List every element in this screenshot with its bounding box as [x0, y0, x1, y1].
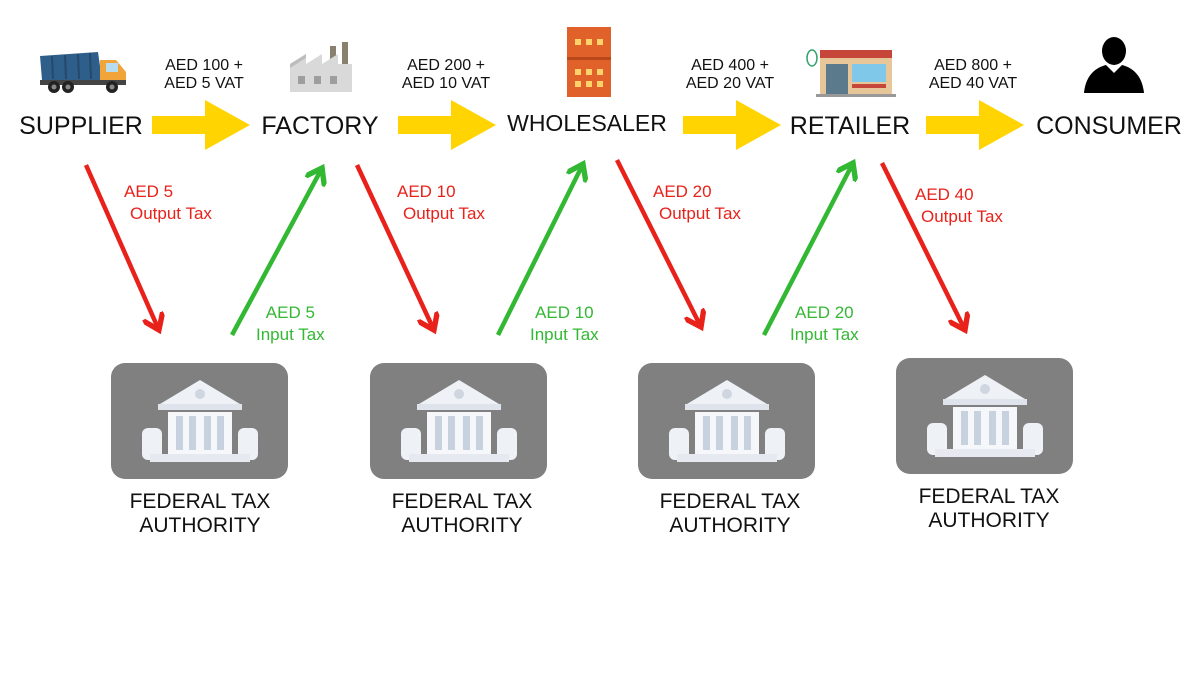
tax-authority-box-2 [370, 363, 547, 479]
price-label-1: AED 100 + AED 5 VAT [164, 57, 243, 93]
output-tax-amount: AED 40 [915, 185, 974, 204]
input-tax-caption: Input Tax [530, 325, 599, 344]
tax-authority-line1: FEDERAL TAX [918, 485, 1060, 508]
input-tax-caption: Input Tax [256, 325, 325, 344]
person-icon [1084, 37, 1144, 93]
input-tax-label-2: AED 10 Input Tax [530, 302, 599, 346]
output-tax-arrow-1 [83, 164, 158, 328]
input-tax-amount: AED 5 [265, 303, 315, 322]
tax-authority-line2: AUTHORITY [928, 509, 1050, 532]
tax-authority-box-3 [638, 363, 815, 479]
tax-authority-box-4 [896, 358, 1073, 474]
truck-icon [36, 50, 128, 94]
shop-icon [806, 48, 896, 98]
tax-authority-line1: FEDERAL TAX [391, 490, 533, 513]
node-label-retailer: RETAILER [789, 112, 911, 140]
price-amount: AED 200 + [407, 57, 485, 74]
tax-authority-line1: FEDERAL TAX [659, 490, 801, 513]
price-vat: AED 40 VAT [928, 75, 1018, 92]
input-tax-amount: AED 10 [535, 303, 594, 322]
tax-authority-label-2: FEDERAL TAX AUTHORITY [392, 490, 533, 538]
tax-authority-label-4: FEDERAL TAX AUTHORITY [919, 485, 1060, 533]
output-tax-arrow-4 [879, 161, 964, 328]
node-label-supplier: SUPPLIER [19, 112, 143, 140]
building-icon [565, 27, 613, 97]
bank-icon [668, 380, 785, 462]
tax-authority-box-1 [111, 363, 288, 479]
output-tax-caption: Output Tax [659, 204, 741, 223]
output-tax-label-1: AED 5 Output Tax [124, 181, 212, 225]
factory-icon [288, 42, 354, 94]
price-label-2: AED 200 + AED 10 VAT [402, 57, 490, 93]
tax-authority-label-1: FEDERAL TAX AUTHORITY [130, 490, 271, 538]
input-tax-arrow-2 [495, 166, 582, 337]
input-tax-arrow-1 [230, 170, 321, 337]
bank-icon [141, 380, 258, 462]
bank-icon [400, 380, 517, 462]
tax-authority-line2: AUTHORITY [139, 514, 261, 537]
output-tax-amount: AED 20 [653, 182, 712, 201]
flow-arrow-3 [683, 100, 781, 150]
tax-authority-line2: AUTHORITY [401, 514, 523, 537]
output-tax-amount: AED 5 [124, 182, 174, 201]
price-amount: AED 100 + [165, 57, 243, 74]
node-label-wholesaler: WHOLESALER [507, 110, 667, 136]
output-tax-caption: Output Tax [403, 204, 485, 223]
price-vat: AED 5 VAT [164, 75, 244, 92]
input-tax-caption: Input Tax [790, 325, 859, 344]
tax-authority-line2: AUTHORITY [669, 514, 791, 537]
flow-arrow-2 [398, 100, 496, 150]
price-vat: AED 10 VAT [401, 75, 491, 92]
output-tax-amount: AED 10 [397, 182, 456, 201]
price-amount: AED 800 + [934, 57, 1012, 74]
output-tax-label-2: AED 10 Output Tax [397, 181, 485, 225]
tax-authority-label-3: FEDERAL TAX AUTHORITY [660, 490, 801, 538]
bank-icon [926, 375, 1043, 457]
node-label-consumer: CONSUMER [1036, 112, 1182, 140]
price-label-4: AED 800 + AED 40 VAT [929, 57, 1017, 93]
input-tax-arrow-3 [762, 165, 852, 337]
output-tax-arrow-3 [614, 158, 700, 325]
flow-arrow-4 [926, 100, 1024, 150]
output-tax-arrow-2 [354, 164, 433, 328]
output-tax-label-4: AED 40 Output Tax [915, 184, 1003, 228]
price-amount: AED 400 + [691, 57, 769, 74]
price-vat: AED 20 VAT [685, 75, 775, 92]
price-label-3: AED 400 + AED 20 VAT [686, 57, 774, 93]
node-label-factory: FACTORY [261, 112, 379, 140]
output-tax-label-3: AED 20 Output Tax [653, 181, 741, 225]
tax-authority-line1: FEDERAL TAX [129, 490, 271, 513]
output-tax-caption: Output Tax [921, 207, 1003, 226]
input-tax-label-3: AED 20 Input Tax [790, 302, 859, 346]
input-tax-amount: AED 20 [795, 303, 854, 322]
flow-arrow-1 [152, 100, 250, 150]
input-tax-label-1: AED 5 Input Tax [256, 302, 325, 346]
output-tax-caption: Output Tax [130, 204, 212, 223]
